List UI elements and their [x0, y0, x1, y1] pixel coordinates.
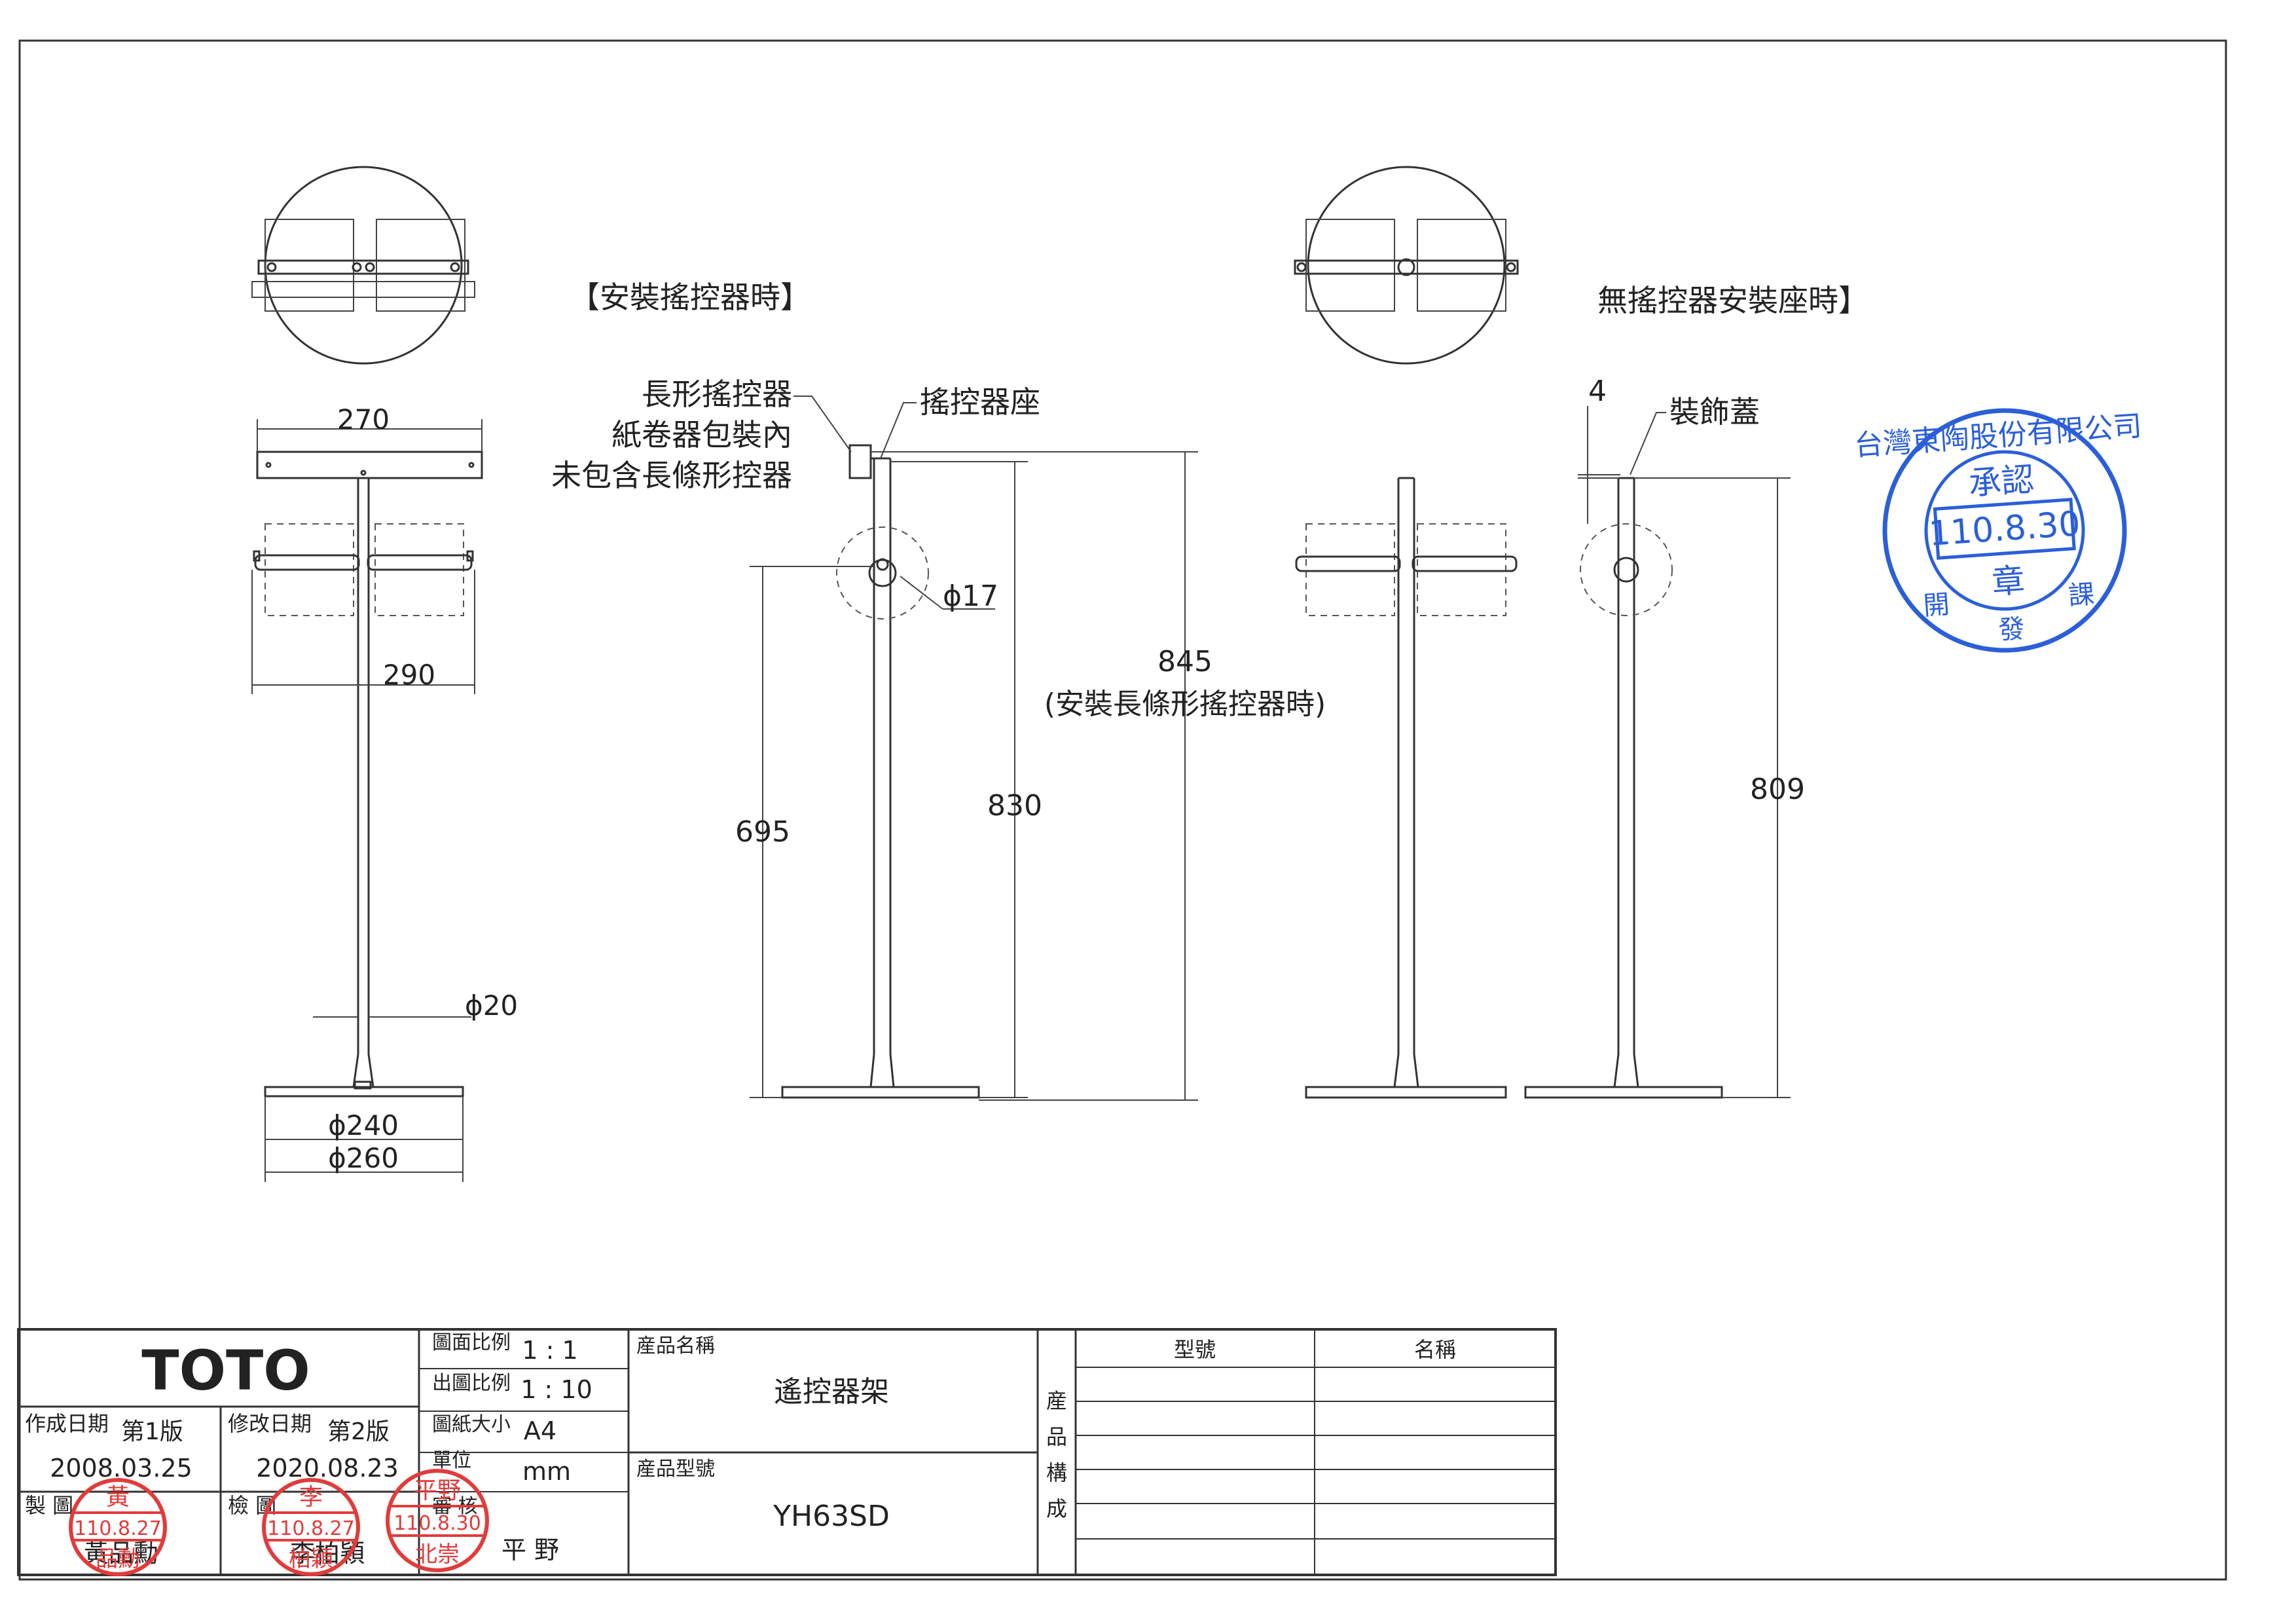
dim-845-note: (安裝長條形搖控器時)	[1044, 688, 1326, 721]
stamp-drawn-date: 110.8.27	[74, 1517, 162, 1540]
stamp-dept-mid: 發	[1997, 614, 2026, 646]
remote-label-2: 紙卷器包裝內	[611, 417, 792, 452]
print-scale-value: 1 : 10	[520, 1375, 592, 1404]
remote-label-1: 長形搖控器	[642, 377, 792, 412]
stamp-checked-bottom: 柏穎	[289, 1546, 333, 1572]
stamp-date: 110.8.30	[1927, 504, 2081, 554]
labels-side-remote: 長形搖控器 紙卷器包裝內 未包含長條形控器 搖控器座	[551, 377, 1040, 493]
created-date: 2008.03.25	[50, 1454, 192, 1483]
stamp-approve: 承認	[1967, 460, 2035, 503]
composition-char-2: 品	[1046, 1424, 1067, 1449]
composition-char-3: 構	[1046, 1460, 1067, 1485]
stamp-checked-date: 110.8.27	[267, 1517, 355, 1540]
composition-char-4: 成	[1046, 1496, 1067, 1521]
dim-top-width: 270	[337, 403, 390, 435]
cap-label: 裝飾蓋	[1669, 394, 1760, 430]
remote-label-3: 未包含長條形控器	[551, 458, 792, 493]
view-front-top	[251, 166, 475, 365]
dim-remote-dia: ϕ17	[943, 580, 998, 613]
dim-695: 695	[735, 815, 790, 849]
created-version: 第1版	[121, 1418, 183, 1445]
title-with-remote: 【安裝搖控器時】	[570, 280, 811, 315]
stamp-checked: 李 110.8.27 柏穎	[262, 1478, 360, 1576]
view-front2-top	[1294, 166, 1519, 365]
approval-stamp: 台灣東陶股份有限公司 承認 110.8.30 章 開 發 課	[1853, 408, 2143, 653]
view-front2-elevation	[1295, 477, 1518, 1099]
view-side-remote	[781, 444, 980, 1099]
revised-version: 第2版	[327, 1418, 390, 1445]
view-front-elevation	[253, 451, 483, 1098]
stamp-review: 平野 110.8.30 北崇	[386, 1469, 489, 1572]
paper-label: 圖紙大小	[432, 1413, 511, 1436]
sheet-border	[18, 39, 2227, 1581]
drawn-label: 製 圖	[25, 1493, 73, 1518]
product-model-label: 産品型號	[636, 1458, 715, 1481]
dim-base-outer: ϕ260	[328, 1142, 399, 1174]
stamp-review-top: 平野	[414, 1477, 461, 1504]
stamp-checked-top: 李	[299, 1484, 323, 1511]
stamp-drawn-bottom: 品勳	[96, 1546, 140, 1572]
dims-side-remote: 695 830 845 (安裝長條形搖控器時) ϕ17	[735, 451, 1326, 1101]
dim-830: 830	[987, 789, 1042, 822]
product-name-label: 産品名稱	[636, 1335, 715, 1357]
paper-value: A4	[524, 1416, 556, 1445]
composition-char-1: 産	[1046, 1388, 1067, 1413]
product-model: YH63SD	[773, 1500, 890, 1533]
stamp-review-date: 110.8.30	[393, 1512, 481, 1535]
stamp-dept-left: 開	[1922, 589, 1950, 621]
scale-value: 1 : 1	[522, 1336, 577, 1365]
stamp-dept-right: 課	[2068, 580, 2096, 612]
stamp-drawn: 黃 110.8.27 品勳	[69, 1478, 167, 1576]
dim-pole-dia: ϕ20	[465, 989, 518, 1022]
title-block: TOTO 作成日期 第1版 2008.03.25 修改日期 第2版 2020.0…	[17, 1328, 1557, 1576]
dim-holder-width: 290	[383, 659, 435, 691]
unit-value: mm	[522, 1457, 571, 1486]
col-model: 型號	[1174, 1337, 1216, 1362]
stamp-drawn-top: 黃	[106, 1484, 130, 1511]
col-name: 名稱	[1414, 1337, 1456, 1362]
scale-label: 圖面比例	[432, 1331, 511, 1354]
view-side-plain	[1524, 477, 1723, 1099]
revised-date: 2020.08.23	[256, 1454, 399, 1483]
product-name: 遙控器架	[774, 1375, 889, 1409]
print-scale-label: 出圖比例	[432, 1372, 511, 1395]
dims-front: 270 290 ϕ20 ϕ240 ϕ260	[251, 403, 518, 1182]
dim-845: 845	[1157, 645, 1212, 678]
dim-cap-thickness: 4	[1588, 375, 1607, 408]
remote-seat-label: 搖控器座	[920, 384, 1040, 420]
toto-logo: TOTO	[141, 1338, 310, 1403]
dim-base-inner: ϕ240	[328, 1109, 399, 1141]
title-without-remote: 無搖控器安裝座時】	[1597, 283, 1868, 318]
revised-label: 修改日期	[228, 1411, 312, 1436]
review-name: 平 野	[501, 1536, 559, 1564]
stamp-seal: 章	[1990, 561, 2026, 601]
stamp-review-bottom: 北崇	[415, 1541, 460, 1568]
created-label: 作成日期	[25, 1411, 109, 1436]
dims-side-plain: 4 裝飾蓋 809	[1578, 375, 1805, 1098]
unit-label: 單位	[432, 1449, 471, 1472]
dim-809: 809	[1750, 773, 1805, 806]
